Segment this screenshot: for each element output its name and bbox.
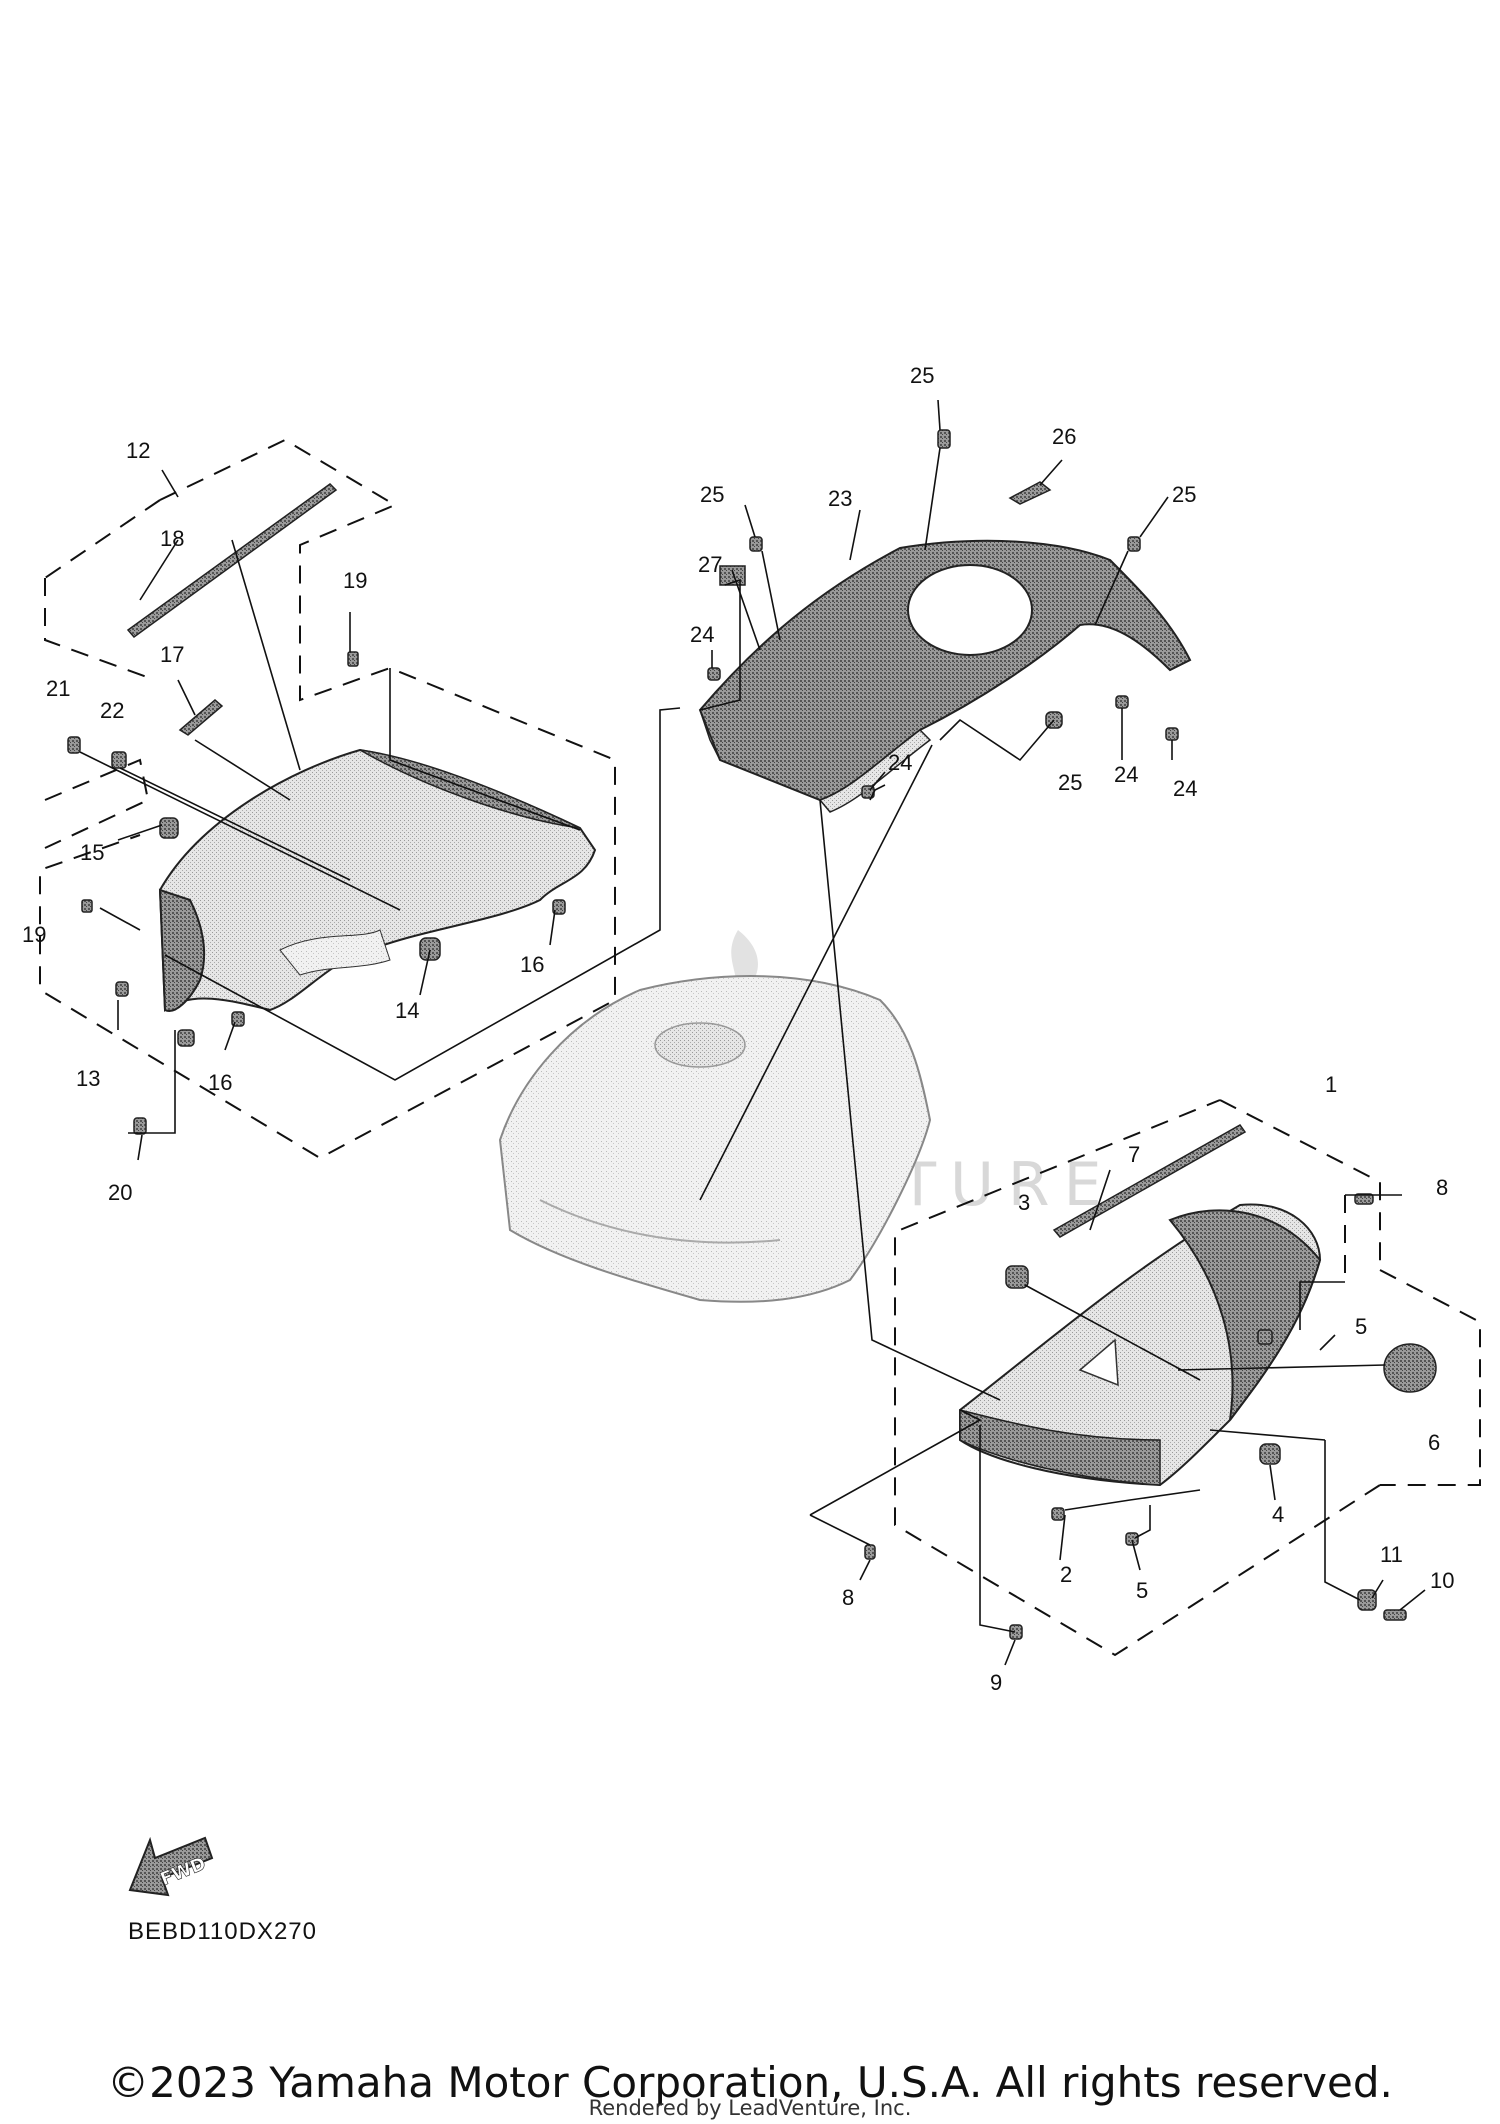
callout-9: 9 [990,1670,1002,1695]
rendered-by-credit: Rendered by LeadVenture, Inc. [588,2096,912,2120]
callout-7: 7 [1128,1142,1140,1167]
callout-26: 26 [1052,424,1076,449]
leader-lines [79,399,1426,1666]
callout-24d: 24 [1173,776,1197,801]
callout-17: 17 [160,642,184,667]
right-emblem [1383,1343,1437,1393]
callout-16b: 16 [208,1070,232,1095]
left-molding-strip [126,483,338,639]
callout-2: 2 [1060,1562,1072,1587]
right-molding-strip [1052,1124,1247,1238]
right-cover-assembly-frame [894,1099,1481,1657]
callout-21: 21 [46,676,70,701]
callout-18: 18 [160,526,184,551]
callout-8a: 8 [1436,1175,1448,1200]
callout-10: 10 [1430,1568,1454,1593]
callout-3: 3 [1018,1190,1030,1215]
callout-20: 20 [108,1180,132,1205]
callout-24c: 24 [1114,762,1138,787]
left-side-cover [158,748,597,1013]
fwd-direction-arrow: FWD [128,1836,214,1897]
diagram-reference-code: BEBD110DX270 [128,1918,317,1945]
callout-11: 11 [1380,1542,1403,1567]
callout-24a: 24 [690,622,714,647]
callout-16a: 16 [520,952,544,977]
callout-25a: 25 [910,363,934,388]
callout-12: 12 [126,438,150,463]
top-tank-panel [698,539,1192,813]
fuel-tank [498,975,932,1303]
callout-25b: 25 [700,482,724,507]
callout-19b: 19 [22,922,46,947]
callout-4: 4 [1272,1502,1284,1527]
fuel-cap-opening [907,564,1033,656]
callout-8b: 8 [842,1585,854,1610]
callout-14: 14 [395,998,419,1023]
left-emblem [178,699,224,736]
callout-labels: 1 2 3 4 5 5 6 7 8 8 9 10 11 12 13 14 15 … [22,363,1454,1695]
callout-24b: 24 [888,750,912,775]
callout-27: 27 [698,552,722,577]
right-side-cover [959,1203,1322,1487]
right-fasteners [864,1193,1407,1640]
left-fasteners [67,651,566,1135]
copyright-notice: ©2023 Yamaha Motor Corporation, U.S.A. A… [107,2058,1393,2107]
callout-6: 6 [1428,1430,1440,1455]
callout-1: 1 [1325,1072,1337,1097]
callout-5b: 5 [1136,1578,1148,1603]
callout-25c: 25 [1172,482,1196,507]
callout-23: 23 [828,486,852,511]
callout-15: 15 [80,840,104,865]
callout-19a: 19 [343,568,367,593]
callout-5a: 5 [1355,1314,1367,1339]
callout-22: 22 [100,698,124,723]
callout-13: 13 [76,1066,100,1091]
callout-25d: 25 [1058,770,1082,795]
